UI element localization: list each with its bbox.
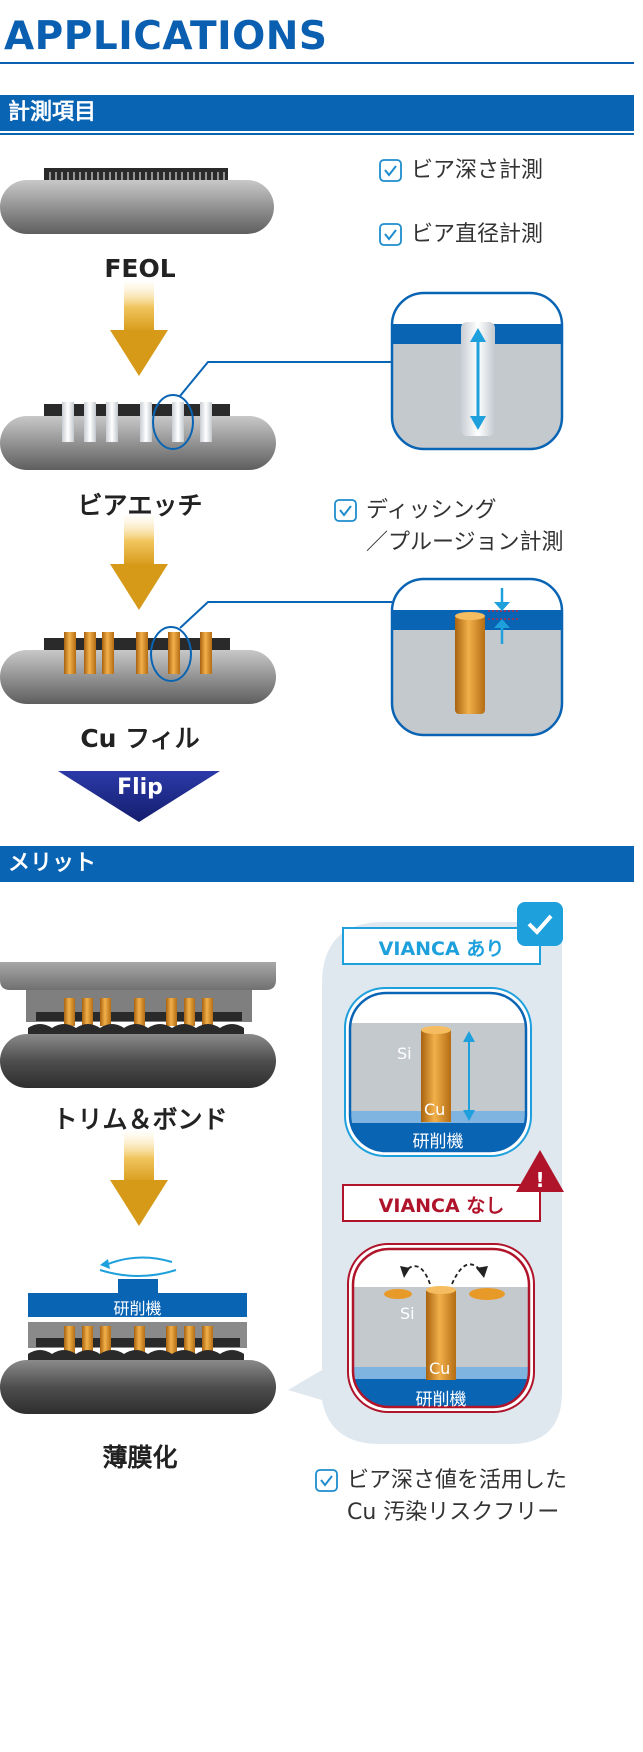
title-divider: [0, 62, 634, 64]
check-final-line1: ビア深さ値を活用した: [347, 1468, 568, 1493]
wafer-feol: [0, 168, 274, 234]
check-via-diameter: ビア直径計測: [411, 222, 544, 247]
wafer-cu-fill: [0, 626, 276, 704]
label-si: Si: [400, 1304, 415, 1323]
stage-label-trim-bond: トリム＆ボンド: [52, 1105, 228, 1134]
rotation-arrow-icon: [100, 1259, 110, 1269]
warning-mark: !: [535, 1168, 545, 1192]
label-grinder: 研削機: [415, 1390, 467, 1410]
check-final-line2: Cu 汚染リスクフリー: [347, 1500, 560, 1525]
callout-line: [179, 361, 392, 397]
page-title: APPLICATIONS: [4, 14, 328, 59]
check-square-icon: [379, 159, 402, 182]
label-grinder: 研削機: [412, 1132, 464, 1152]
wafer-trim-bond: [0, 962, 276, 1088]
vianca-without-label: VIANCA なし: [378, 1195, 505, 1217]
section-header-measurement: 計測項目: [0, 95, 634, 131]
gradient-down-arrow-icon: [110, 1132, 168, 1226]
flip-triangle: [58, 771, 220, 822]
vianca-with-label: VIANCA あり: [378, 938, 505, 960]
zoom-dishing: [390, 577, 564, 737]
stage-label-flip: Flip: [117, 775, 163, 800]
label-si: Si: [397, 1044, 412, 1063]
check-dishing-line1: ディッシング: [366, 498, 497, 523]
check-badge-icon: [517, 902, 563, 946]
vianca-with-label-box: [342, 927, 541, 965]
callout-line: [179, 601, 392, 629]
stage-label-thinning: 薄膜化: [102, 1443, 178, 1472]
wafer-via-etch: [0, 394, 276, 470]
check-dishing-line2: ／プルージョン計測: [366, 530, 564, 555]
warning-triangle-icon: [516, 1150, 564, 1192]
vianca-without-label-box: [342, 1184, 541, 1222]
zoom-via-depth: [390, 291, 564, 451]
stage-label-via-etch: ビアエッチ: [77, 491, 203, 520]
label-cu: Cu: [424, 1100, 446, 1119]
check-via-depth: ビア深さ計測: [411, 158, 544, 183]
wafer-thinning: [0, 1256, 276, 1414]
check-square-icon: [379, 223, 402, 246]
gradient-down-arrow-icon: [110, 516, 168, 610]
stage-label-cu-fill: Cu フィル: [80, 724, 200, 753]
label-grinder-stage: 研削機: [113, 1299, 162, 1318]
check-square-icon: [334, 499, 357, 522]
label-cu: Cu: [429, 1359, 451, 1378]
section-divider: [0, 133, 634, 135]
gradient-down-arrow-icon: [110, 282, 168, 376]
stage-label-feol: FEOL: [104, 254, 176, 283]
comparison-without-vianca: [347, 1243, 535, 1413]
section-header-merit: メリット: [0, 846, 634, 882]
check-square-icon: [315, 1469, 338, 1492]
comparison-with-vianca: [344, 987, 532, 1157]
